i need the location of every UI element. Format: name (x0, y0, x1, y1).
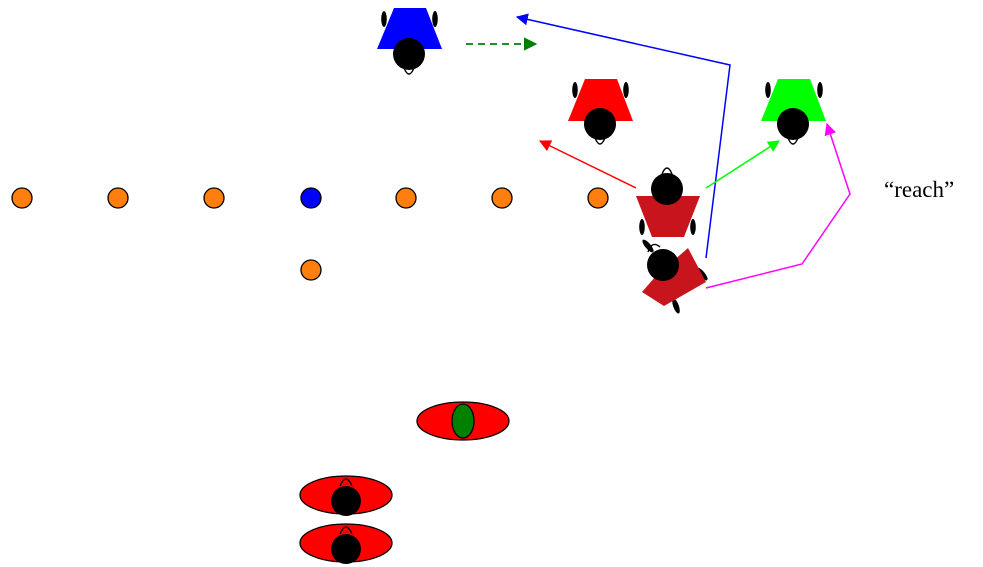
green-player-icon (761, 79, 826, 145)
red-player-icon (568, 79, 633, 145)
reach-annotation: “reach” (884, 177, 954, 202)
dark-red-rotated-player-icon (642, 239, 708, 314)
green-route-arrow (705, 140, 781, 189)
orange-dot (300, 259, 322, 281)
orange-dot (203, 187, 225, 209)
blue-route-arrow (515, 13, 731, 259)
blue-center-dot (300, 187, 322, 209)
orange-dot (587, 187, 609, 209)
blue-player-icon (377, 8, 442, 75)
red-route-arrow (538, 140, 637, 189)
line-of-scrimmage-dots (11, 187, 609, 281)
orange-dot (395, 187, 417, 209)
orange-dot (107, 187, 129, 209)
orange-dot (491, 187, 513, 209)
football-icon (416, 401, 510, 441)
magenta-route-arrow (705, 122, 851, 289)
orange-dot (11, 187, 33, 209)
fullback-icon (299, 523, 393, 564)
dark-red-player-icon (636, 167, 700, 237)
running-back-icon (299, 475, 393, 516)
